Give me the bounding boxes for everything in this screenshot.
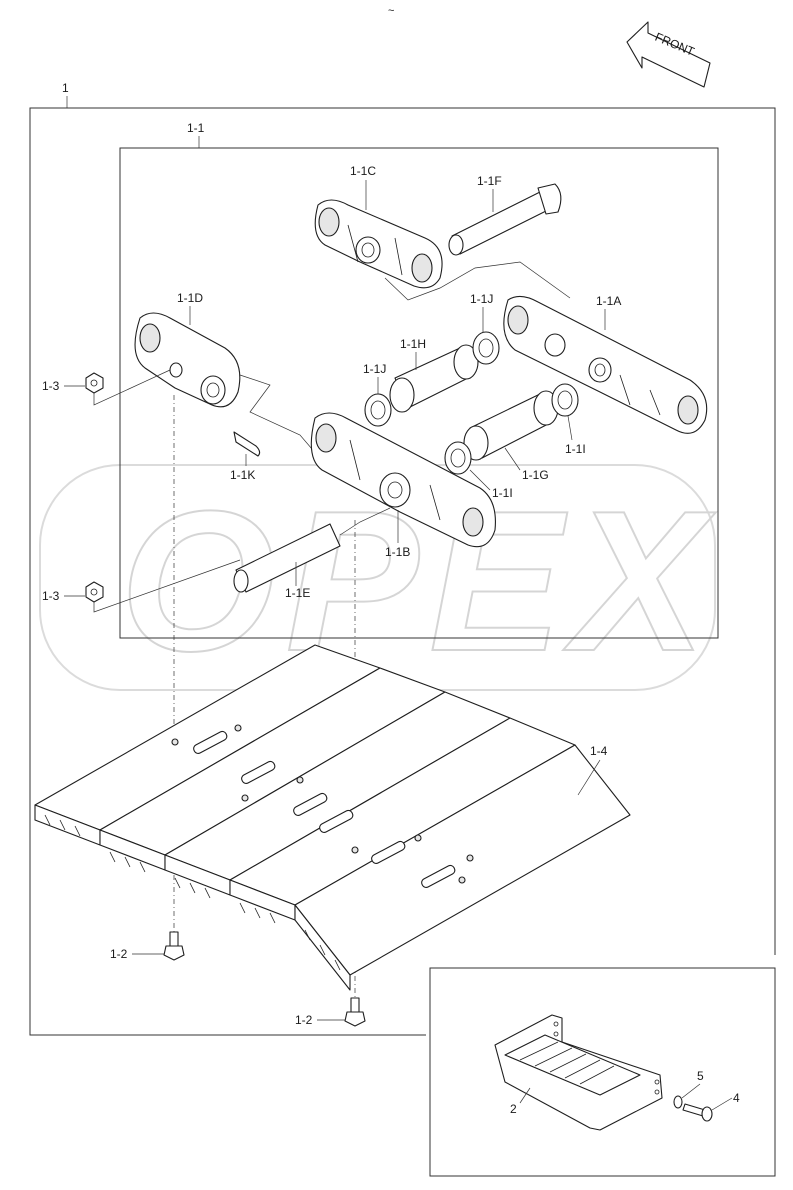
link-1-1c bbox=[314, 199, 443, 289]
link-1-1a bbox=[503, 295, 708, 434]
frame-assembly-1 bbox=[29, 107, 776, 1036]
bushing-1-1h bbox=[389, 344, 479, 413]
shoe-holes bbox=[171, 724, 474, 889]
nut-1-3-upper bbox=[85, 372, 104, 394]
seal-1-1i-right bbox=[551, 383, 579, 417]
label-1-1g: 1-1G bbox=[522, 468, 549, 482]
label-2: 2 bbox=[510, 1102, 517, 1116]
label-1: 1 bbox=[62, 81, 69, 95]
bolt-4 bbox=[682, 1103, 713, 1122]
label-1-1j-upper: 1-1J bbox=[470, 292, 493, 306]
pin-1-1f bbox=[448, 183, 562, 256]
track-shoe-5 bbox=[294, 744, 631, 991]
label-1-1i-center: 1-1I bbox=[492, 486, 513, 500]
label-1-4: 1-4 bbox=[590, 744, 608, 758]
label-4: 4 bbox=[733, 1091, 740, 1105]
label-1-2-left: 1-2 bbox=[110, 947, 128, 961]
track-shoe-3 bbox=[164, 691, 511, 899]
pin-1-1e bbox=[233, 523, 341, 593]
label-1-1d: 1-1D bbox=[177, 291, 203, 305]
nut-1-3-lower bbox=[85, 581, 104, 603]
label-1-1c: 1-1C bbox=[350, 164, 376, 178]
seal-1-1j-lower bbox=[364, 393, 392, 427]
label-1-1a: 1-1A bbox=[596, 294, 621, 308]
seal-1-1i-center bbox=[444, 441, 472, 475]
label-1-1: 1-1 bbox=[187, 121, 205, 135]
label-1-1e: 1-1E bbox=[285, 586, 310, 600]
track-shoes-1-4 bbox=[34, 644, 631, 991]
washer-5 bbox=[673, 1095, 683, 1109]
label-1-1f: 1-1F bbox=[477, 174, 502, 188]
label-1-3-upper: 1-3 bbox=[42, 379, 60, 393]
link-1-1b bbox=[310, 412, 496, 548]
label-1-1h: 1-1H bbox=[400, 337, 426, 351]
label-1-1j-lower: 1-1J bbox=[363, 362, 386, 376]
front-arrow-icon: FRONT bbox=[626, 21, 711, 88]
label-1-1i-right: 1-1I bbox=[565, 442, 586, 456]
bolt-1-2-right bbox=[344, 997, 366, 1027]
clip-1-1k bbox=[233, 431, 261, 457]
label-1-2-right: 1-2 bbox=[295, 1013, 313, 1027]
bushing-1-1g bbox=[463, 390, 559, 461]
label-1-3-lower: 1-3 bbox=[42, 589, 60, 603]
seal-1-1j-upper bbox=[472, 331, 500, 365]
label-1-1b: 1-1B bbox=[385, 545, 410, 559]
frame-step bbox=[429, 967, 776, 1177]
label-1-1k: 1-1K bbox=[230, 468, 255, 482]
bolt-1-2-left bbox=[163, 931, 185, 961]
link-1-1d bbox=[134, 312, 241, 408]
header-mark: ~ bbox=[388, 5, 394, 17]
label-5: 5 bbox=[697, 1069, 704, 1083]
step-bracket-2 bbox=[494, 1014, 663, 1131]
